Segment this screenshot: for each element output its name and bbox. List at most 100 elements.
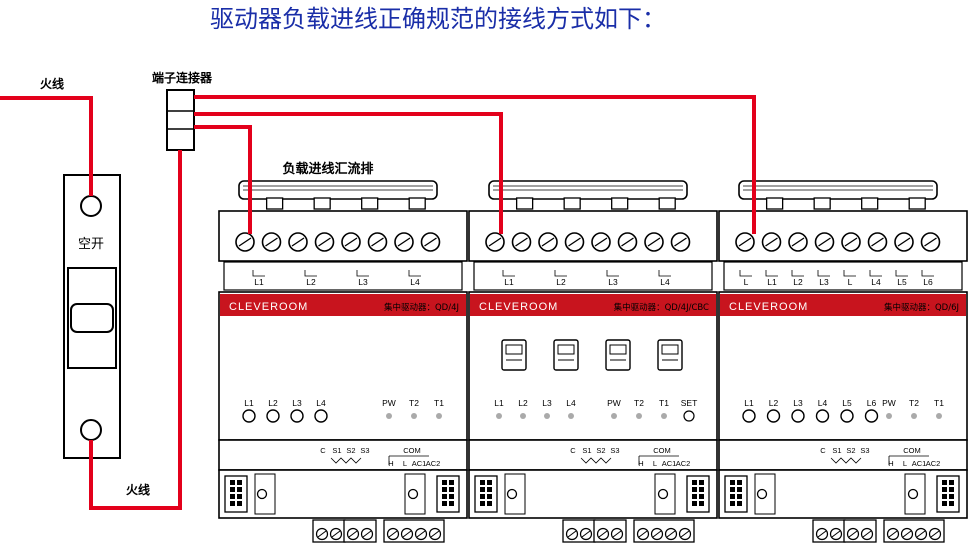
- screw-terminal: [841, 232, 861, 252]
- brand-band: [220, 294, 466, 316]
- status-label: PW: [382, 398, 396, 408]
- terminal-label: S1: [332, 446, 341, 455]
- channel-indicator: [864, 409, 879, 423]
- channel-label: L5: [842, 398, 852, 408]
- channel-label: L6: [867, 398, 877, 408]
- terminal-label: L: [653, 459, 657, 468]
- channel-indicator: [544, 413, 550, 419]
- manual-switch: [501, 339, 527, 371]
- screw-terminal: [894, 232, 914, 252]
- screw-terminal: [367, 232, 388, 252]
- plug-connector: [593, 519, 627, 543]
- status-indicator: [911, 413, 917, 419]
- status-label: T1: [434, 398, 444, 408]
- channel-label: L1: [494, 398, 504, 408]
- screw-terminal: [735, 232, 755, 252]
- screw-terminal: [867, 232, 888, 252]
- set-button: [683, 410, 695, 422]
- rj45-port: [436, 475, 460, 513]
- terminal-label: S1: [582, 446, 591, 455]
- channel-label: L2: [518, 398, 528, 408]
- model-name: 集中驱动器：QD/4J: [384, 302, 459, 313]
- status-label: PW: [607, 398, 621, 408]
- screw-terminal: [511, 232, 532, 252]
- terminal-label: L: [403, 459, 407, 468]
- screw-terminal: [788, 232, 808, 252]
- screw-terminal: [420, 232, 441, 252]
- channel-indicator: [520, 413, 526, 419]
- plug-connector: [312, 519, 346, 543]
- screw-terminal: [761, 232, 782, 252]
- brand-band: [720, 294, 966, 316]
- terminal-label: AC1: [662, 459, 677, 468]
- screw-terminal: [394, 232, 414, 252]
- status-indicator: [661, 413, 667, 419]
- plug-connector: [883, 519, 945, 543]
- terminal-label: C: [820, 446, 826, 455]
- channel-indicator: [290, 409, 304, 423]
- status-label: T2: [634, 398, 644, 408]
- plug-connector: [843, 519, 877, 543]
- load-busbar: [488, 180, 688, 210]
- live-wire: [0, 96, 93, 196]
- terminal-label: H: [888, 459, 893, 468]
- channel-indicator: [568, 413, 574, 419]
- terminal-label: COM: [653, 446, 671, 455]
- screw-terminal: [288, 232, 308, 252]
- brand-band: [470, 294, 716, 316]
- mount-hole: [657, 488, 669, 500]
- status-indicator: [411, 413, 417, 419]
- screw-terminal: [538, 232, 558, 252]
- screw-terminal: [235, 232, 255, 252]
- terminal-label: H: [638, 459, 643, 468]
- status-indicator: [936, 413, 942, 419]
- live-wire: [194, 125, 252, 234]
- live-wire: [89, 150, 182, 510]
- circuit-breaker: 空开: [63, 174, 121, 459]
- module-bottom-housing: [718, 469, 968, 519]
- channel-label: L3: [292, 398, 302, 408]
- screw-terminal: [314, 232, 335, 252]
- screw-terminal: [617, 232, 638, 252]
- channel-indicator: [496, 413, 502, 419]
- rj45-port: [724, 475, 748, 513]
- rj45-port: [686, 475, 710, 513]
- live-wire: [194, 95, 756, 234]
- channel-indicator: [242, 409, 256, 423]
- manual-switch: [657, 339, 683, 371]
- screw-terminal: [341, 232, 361, 252]
- plug-connector: [383, 519, 445, 543]
- module-top-block: [468, 210, 718, 262]
- channel-indicator: [840, 409, 854, 423]
- terminal-label: AC2: [676, 459, 691, 468]
- terminal-label: S1: [832, 446, 841, 455]
- screw-terminal: [814, 232, 835, 252]
- channel-label: L3: [793, 398, 803, 408]
- relay-label: L2: [793, 277, 803, 287]
- brand-name: CLEVEROOM: [229, 301, 308, 313]
- diagram-title: 驱动器负载进线正确规范的接线方式如下：: [210, 5, 666, 33]
- terminal-label: AC2: [926, 459, 941, 468]
- channel-indicator: [791, 409, 805, 423]
- status-label: SET: [681, 398, 698, 408]
- screw-terminal: [485, 232, 505, 252]
- screw-terminal: [591, 232, 611, 252]
- rj45-port: [474, 475, 498, 513]
- channel-label: L4: [818, 398, 828, 408]
- live-wire-label-top: 火线: [40, 76, 64, 91]
- module-bottom-housing: [468, 469, 718, 519]
- terminal-label: H: [388, 459, 393, 468]
- status-label: T1: [934, 398, 944, 408]
- screw-terminal: [920, 232, 941, 252]
- module-bottom-housing: [218, 469, 468, 519]
- load-busbar: [738, 180, 938, 210]
- terminal-label: COM: [903, 446, 921, 455]
- channel-label: L3: [542, 398, 552, 408]
- terminal-label: C: [320, 446, 326, 455]
- status-label: T2: [409, 398, 419, 408]
- mount-hole: [756, 488, 768, 500]
- relay-label: L1: [504, 277, 514, 287]
